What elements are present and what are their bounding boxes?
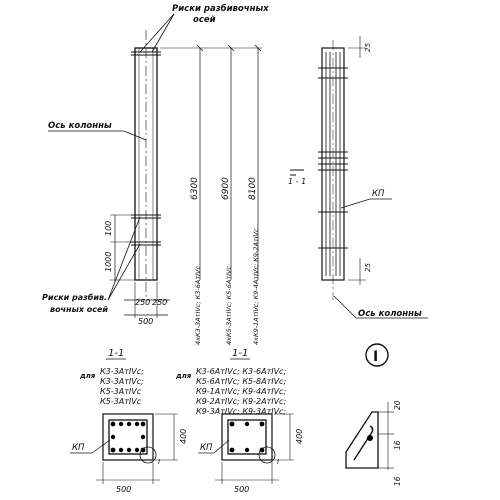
- rebar-dot: [259, 447, 265, 453]
- section-cut-label: 1 - 1: [288, 177, 306, 186]
- rebar-dot: [110, 434, 116, 440]
- dimension-25-top: 25: [364, 43, 372, 52]
- detail-mark-label: I: [373, 349, 378, 365]
- leader-line: [91, 439, 111, 454]
- column-mark-2: 4хК5-3АтIVс; К5-6АтIVс: [225, 266, 233, 345]
- rebar-dot: [126, 447, 132, 453]
- rebar-dot: [244, 421, 250, 427]
- arrow: [227, 44, 235, 52]
- stirrup-outline: [108, 419, 148, 455]
- rebar-dot: [134, 421, 140, 427]
- rebar-dot: [118, 421, 124, 427]
- section-list-1-item: К3-3АтIVс;: [100, 367, 144, 376]
- height-dimensions: 6300 6900 8100 4хК3-3АтIVс; К3-6АтIVс 4х…: [160, 44, 262, 345]
- dimension-16-upper: 16: [393, 440, 402, 450]
- leader-line: [340, 198, 371, 209]
- section-list-2-item: К9-2АтIVс; К9-2АтIVс;: [196, 397, 286, 406]
- section-label-1: 1-1: [108, 348, 124, 359]
- setout-marks-top-label-2: осей: [193, 15, 216, 25]
- frame-mark-s2: КП: [200, 443, 213, 453]
- detail-stirrup-hook: [353, 425, 374, 461]
- section-list-2-item: К3-6АтIVс; К3-6АтIVс;: [196, 367, 286, 376]
- column-elevation: Риски разбивочных осей Ось колонны 100 1…: [42, 3, 269, 326]
- column-axis-label-right: Ось колонны: [358, 309, 422, 319]
- rebar-dot: [367, 435, 373, 441]
- detail-i: 20 16 16: [345, 400, 402, 486]
- rebar-dot: [110, 421, 116, 427]
- section-outline: [102, 413, 154, 461]
- dimension-20: 20: [393, 400, 402, 410]
- dimension-500: 500: [138, 317, 153, 326]
- column-mark-1: 4хК3-3АтIVс; К3-6АтIVс: [194, 266, 202, 345]
- section-list-1-item: К3-3АтIVс;: [100, 377, 144, 386]
- section-label-2: 1-1: [232, 348, 248, 359]
- section-outline: [221, 413, 273, 461]
- rebar-dot: [126, 421, 132, 427]
- dimension-400: 400: [295, 429, 304, 444]
- leader-line: [151, 13, 175, 53]
- arrow: [254, 44, 262, 52]
- section-list-1-item: К5-3АтIVс: [100, 387, 142, 396]
- dimension-8100: 8100: [248, 177, 258, 200]
- dimension-500-s1: 500: [116, 485, 131, 494]
- leader-line: [123, 130, 147, 141]
- section-for-1: для: [79, 372, 96, 380]
- rebar-dot: [140, 447, 146, 453]
- arrow: [196, 44, 204, 52]
- rebar-dot: [229, 447, 235, 453]
- section-2: I КП 400 500: [198, 413, 304, 494]
- rebar-dot: [229, 421, 235, 427]
- leader-line: [107, 243, 141, 301]
- dimension-25-bottom: 25: [364, 263, 372, 272]
- dimension-250-left: 250: [135, 298, 150, 307]
- section-1: I КП 400 500: [70, 413, 188, 494]
- section-list-2-item: К5-6АтIVс; К5-8АтIVс;: [196, 377, 286, 386]
- detail-mark-circle: [365, 343, 389, 367]
- stirrup-outline: [227, 419, 267, 455]
- leader-line: [333, 295, 357, 319]
- dimension-6900: 6900: [221, 177, 231, 200]
- dimension-400: 400: [179, 429, 188, 444]
- rebar-dot: [118, 447, 124, 453]
- rebar-dot: [110, 447, 116, 453]
- section-captions: 1-1 для К3-3АтIVс; К3-3АтIVс; К5-3АтIVс …: [79, 343, 389, 416]
- rebar-cage-elevation: 25 25 1 - 1 КП Ось колонны: [288, 36, 428, 319]
- dimension-100: 100: [104, 221, 113, 236]
- dimension-250-right: 250: [152, 298, 167, 307]
- leader-line: [107, 216, 141, 301]
- rebar-dot: [134, 447, 140, 453]
- leader-line: [213, 439, 230, 454]
- frame-mark-s1: КП: [72, 443, 85, 453]
- column-mark-3: 4хК9-1АтIVс; К9-4АтIVс; К9-2АтIVс: [252, 228, 260, 345]
- detail-corner-outline: [345, 411, 379, 469]
- detail-callout-circle: [258, 446, 276, 464]
- detail-callout-label: I: [158, 458, 160, 466]
- rebar-dot: [140, 434, 146, 440]
- setout-marks-bottom-label-2: вочных осей: [50, 305, 108, 314]
- setout-marks-bottom-label-1: Риски разбив.: [42, 292, 107, 302]
- dimension-1000: 1000: [104, 252, 113, 272]
- rebar-dot: [259, 421, 265, 427]
- rebar-dot: [140, 421, 146, 427]
- leader-line: [139, 13, 175, 53]
- section-list-1-item: К5-3АтIVс: [100, 397, 142, 406]
- section-list-2-item: К9-1АтIVс; К9-4АтIVс;: [196, 387, 286, 396]
- detail-callout-circle: [139, 446, 157, 464]
- section-for-2: для: [175, 372, 192, 380]
- section-list-2-item: К9-3АтIVс; К9-3АтIVс;: [196, 407, 286, 416]
- rebar-dot: [244, 447, 250, 453]
- detail-callout-label: I: [277, 458, 279, 466]
- column-axis-label: Ось колонны: [48, 121, 112, 131]
- dimension-16-lower: 16: [393, 476, 402, 486]
- dimension-500-s2: 500: [234, 485, 249, 494]
- dimension-6300: 6300: [190, 177, 200, 200]
- setout-marks-top-label-1: Риски разбивочных: [172, 3, 269, 14]
- frame-mark-label: КП: [372, 189, 385, 199]
